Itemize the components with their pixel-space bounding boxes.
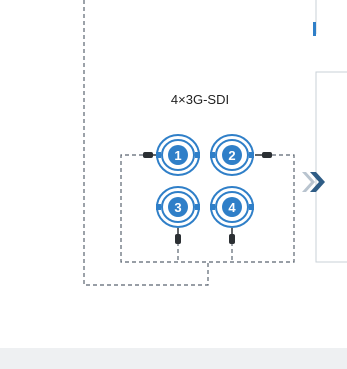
plug-bottom-4: [229, 228, 235, 244]
plug-bottom-3: [175, 228, 181, 244]
plug-right: [255, 152, 272, 158]
bnc-port-3: 3: [156, 186, 200, 228]
cable-left-upper: [120, 154, 295, 263]
port-1-number: 1: [174, 148, 181, 163]
port-2-number: 2: [228, 148, 235, 163]
outer-cable-path: [83, 0, 209, 286]
bnc-port-2: 2: [210, 134, 254, 176]
bnc-port-1: 1: [156, 134, 200, 176]
right-accent-mark: [313, 22, 316, 36]
right-panel-border: [315, 71, 347, 263]
connector-type-label: 4×3G-SDI: [171, 92, 229, 107]
port-4-number: 4: [228, 200, 236, 215]
footer-bar: [0, 348, 347, 369]
port-3-number: 3: [174, 200, 181, 215]
bnc-port-4: 4: [210, 186, 254, 228]
chevron-right-icon: [302, 172, 325, 192]
